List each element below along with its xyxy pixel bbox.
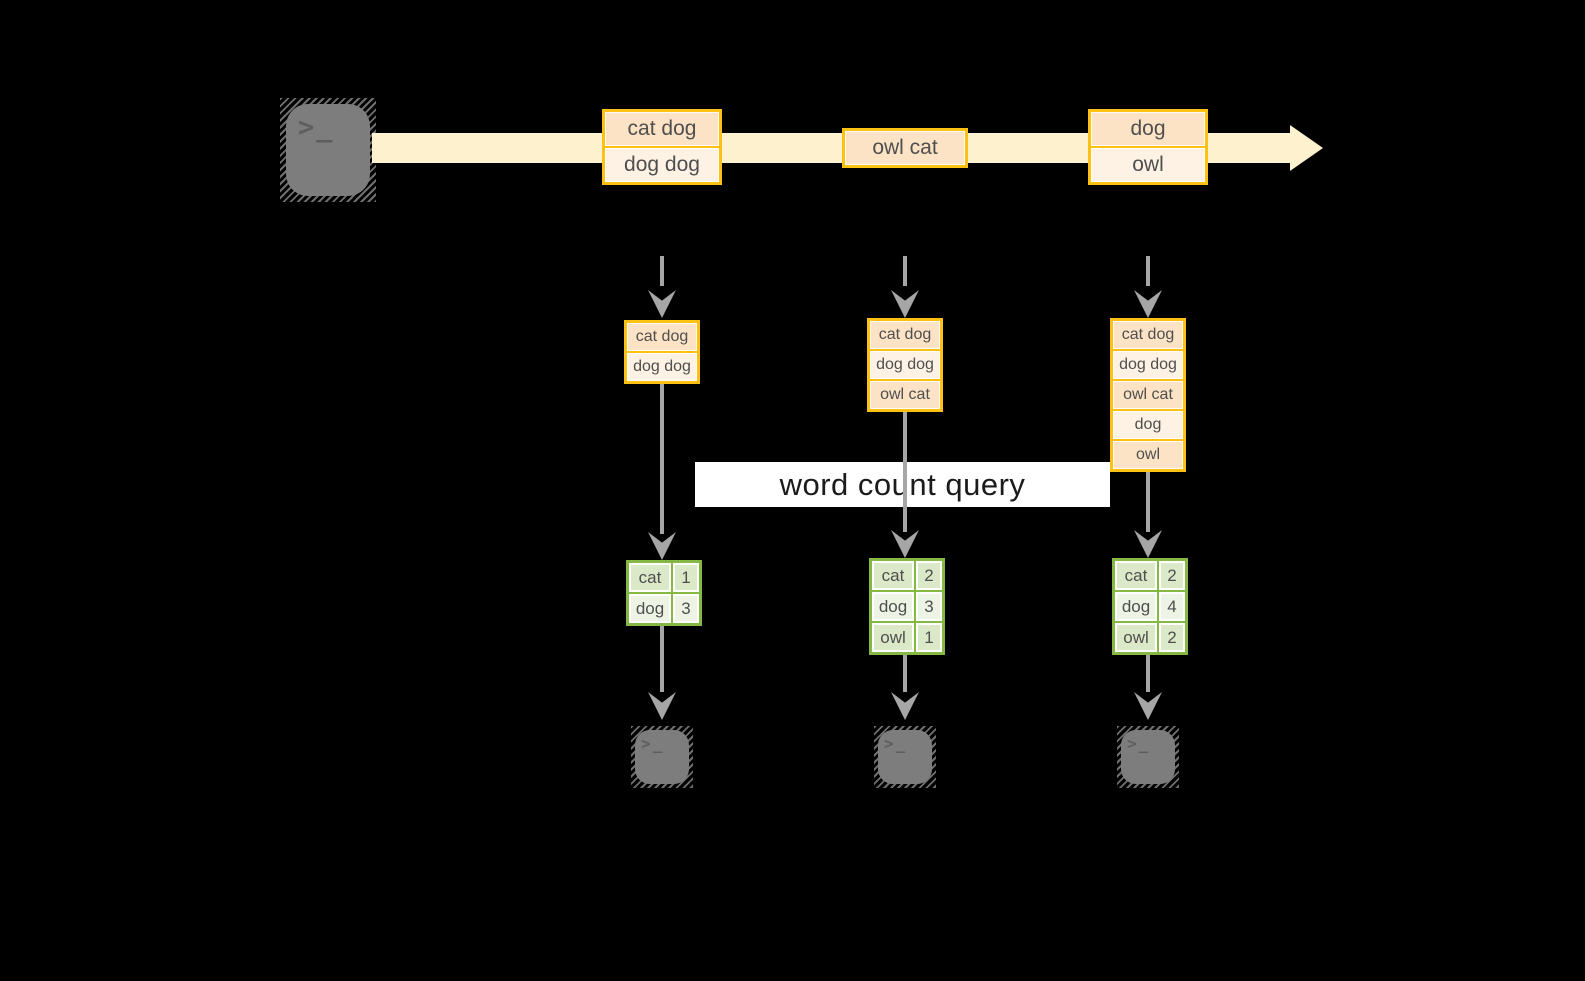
result-row: cat 2 xyxy=(1115,561,1185,590)
connector-line xyxy=(660,384,664,534)
down-arrowhead-icon xyxy=(648,290,676,318)
terminal-prompt-icon: >_ xyxy=(298,112,335,143)
result-row: owl 2 xyxy=(1115,623,1185,652)
stream-arrowhead-icon xyxy=(1290,125,1323,171)
result-word-cell: owl xyxy=(872,623,914,652)
input-table-1: cat dog dog dog xyxy=(624,320,700,384)
down-arrowhead-icon xyxy=(648,532,676,560)
result-row: owl 1 xyxy=(872,623,942,652)
dashed-arrow-line-3 xyxy=(1146,256,1150,286)
down-arrowhead-icon xyxy=(891,692,919,720)
result-word-cell: cat xyxy=(1115,561,1157,590)
down-arrowhead-icon xyxy=(1134,692,1162,720)
result-row: cat 1 xyxy=(629,563,699,592)
input-table-3: cat dog dog dog owl cat dog owl xyxy=(1110,318,1186,472)
connector-line xyxy=(1146,472,1150,532)
query-label: word count query xyxy=(779,466,1026,502)
result-table-3: cat 2 dog 4 owl 2 xyxy=(1112,558,1188,655)
input-row: dog dog xyxy=(870,351,940,379)
result-word-cell: dog xyxy=(1115,592,1157,621)
terminal-prompt-icon: >_ xyxy=(1127,734,1151,753)
down-arrowhead-icon xyxy=(1134,290,1162,318)
stream-batch-1: cat dog dog dog xyxy=(602,109,722,185)
stream-batch-2: owl cat xyxy=(842,128,968,168)
input-row: cat dog xyxy=(627,323,697,351)
result-row: dog 3 xyxy=(872,592,942,621)
input-row: cat dog xyxy=(870,321,940,349)
terminal-prompt-icon: >_ xyxy=(641,734,665,753)
stream-record: owl cat xyxy=(845,131,965,165)
input-row: dog dog xyxy=(1113,351,1183,379)
result-count-cell: 2 xyxy=(916,561,942,590)
result-row: dog 3 xyxy=(629,594,699,623)
result-word-cell: cat xyxy=(629,563,671,592)
result-count-cell: 2 xyxy=(1159,623,1185,652)
terminal-sink-icon-2: >_ xyxy=(874,726,936,788)
terminal-prompt-icon: >_ xyxy=(884,734,908,753)
input-row: owl xyxy=(1113,441,1183,469)
stream-batch-3: dog owl xyxy=(1088,109,1208,185)
dashed-arrow-line-2 xyxy=(903,256,907,286)
connector-line xyxy=(903,655,907,692)
down-arrowhead-icon xyxy=(891,290,919,318)
result-table-1: cat 1 dog 3 xyxy=(626,560,702,626)
terminal-source-icon: >_ xyxy=(280,98,376,202)
terminal-sink-icon-3: >_ xyxy=(1117,726,1179,788)
result-count-cell: 4 xyxy=(1159,592,1185,621)
terminal-body xyxy=(286,104,370,196)
terminal-body xyxy=(878,730,932,784)
down-arrowhead-icon xyxy=(891,530,919,558)
stream-record: dog xyxy=(1091,112,1205,146)
terminal-sink-icon-1: >_ xyxy=(631,726,693,788)
terminal-body xyxy=(635,730,689,784)
connector-line xyxy=(1146,655,1150,692)
input-row: cat dog xyxy=(1113,321,1183,349)
result-table-2: cat 2 dog 3 owl 1 xyxy=(869,558,945,655)
down-arrowhead-icon xyxy=(1134,530,1162,558)
query-label-banner: word count query xyxy=(695,462,1110,507)
terminal-body xyxy=(1121,730,1175,784)
result-word-cell: owl xyxy=(1115,623,1157,652)
result-count-cell: 3 xyxy=(916,592,942,621)
stream-record: owl xyxy=(1091,148,1205,182)
input-row: dog dog xyxy=(627,353,697,381)
result-word-cell: dog xyxy=(629,594,671,623)
result-count-cell: 1 xyxy=(673,563,699,592)
result-row: cat 2 xyxy=(872,561,942,590)
dashed-arrow-line-1 xyxy=(660,256,664,286)
connector-line xyxy=(660,626,664,692)
input-row: owl cat xyxy=(1113,381,1183,409)
down-arrowhead-icon xyxy=(648,692,676,720)
result-word-cell: dog xyxy=(872,592,914,621)
input-row: owl cat xyxy=(870,381,940,409)
result-count-cell: 2 xyxy=(1159,561,1185,590)
input-row: dog xyxy=(1113,411,1183,439)
result-count-cell: 1 xyxy=(916,623,942,652)
result-word-cell: cat xyxy=(872,561,914,590)
stream-record: cat dog xyxy=(605,112,719,146)
result-count-cell: 3 xyxy=(673,594,699,623)
connector-line xyxy=(903,412,907,532)
input-table-2: cat dog dog dog owl cat xyxy=(867,318,943,412)
stream-record: dog dog xyxy=(605,148,719,182)
result-row: dog 4 xyxy=(1115,592,1185,621)
